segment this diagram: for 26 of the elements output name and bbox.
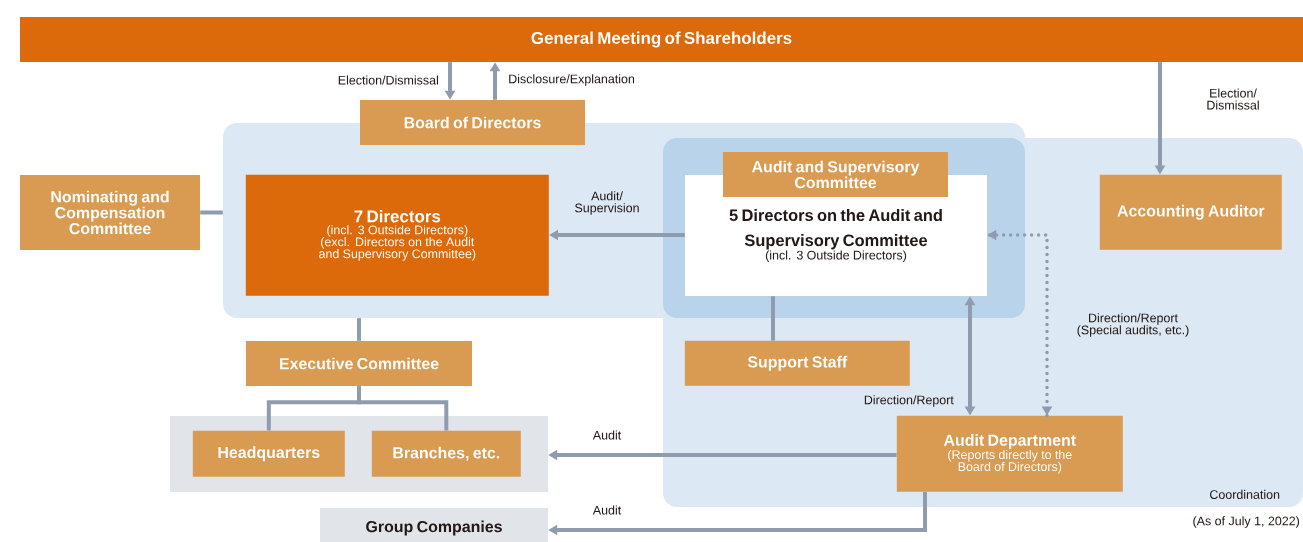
note: (As of July 1, 2022) [1193,516,1299,528]
committee-box: Nominating and Compensation Committee [20,175,200,250]
committee-tab: Audit and Supervisory Committee [723,152,948,197]
department-box: Audit Department (Reports directly to the Board of Directors) [896,415,1123,492]
connector-line [771,296,775,341]
region-label: Coordination [1210,489,1280,499]
edge-label: Audit [592,430,622,440]
unit-box: Headquarters [192,430,345,477]
connector-line [200,210,223,215]
staff-box: Support Staff [684,340,910,386]
header-bar: General Meeting of Shareholders [20,17,1303,62]
board-box: Board of Directors [360,100,585,145]
edge-label: Direction/Report [864,395,954,407]
connector-line [357,386,449,431]
unit-box: Branches, etc. [371,430,521,477]
committee-box: Executive Committee [246,341,472,386]
auditor-box: Accounting Auditor [1099,174,1282,250]
edge-label: Disclosure/Explanation [509,74,635,86]
directors-box: 7 Directors (incl. 3 Outside Directors) (excl. Directors on the Audit and Supervisory Committee) [245,174,549,296]
edge-label: Direction/Report (Special audits, etc.) [1077,313,1189,337]
edge-label: Election/ Dismissal [1207,88,1259,110]
edge-label: Election/Dismissal [338,75,438,85]
edge-label: Audit [592,505,622,515]
connector-line [357,318,361,341]
edge-label: Audit/ Supervision [575,191,639,215]
group-box: Group Companies [320,508,548,542]
